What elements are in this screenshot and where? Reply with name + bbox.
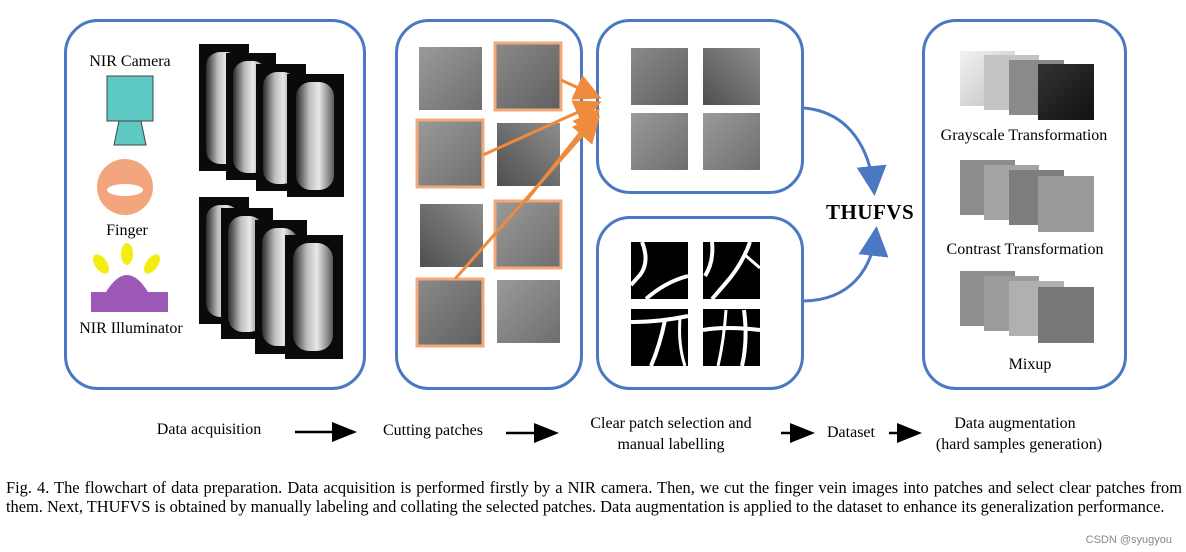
- step-cutting-patches: Cutting patches: [383, 422, 483, 439]
- nir-camera-icon: [106, 75, 154, 146]
- selection-arrows: [453, 74, 602, 280]
- labelled-masks: [629, 241, 761, 367]
- grayscale-transformation-label: Grayscale Transformation: [940, 127, 1108, 144]
- nir-illuminator-icon: [91, 243, 168, 312]
- finger-vein-images-bottom: [199, 197, 343, 359]
- step-data-augmentation-line1: Data augmentation: [954, 415, 1076, 432]
- step-clear-patch-selection-line2: manual labelling: [617, 436, 725, 453]
- dataset-arrows: [803, 106, 889, 303]
- figure-caption: Fig. 4. The flowchart of data preparatio…: [6, 478, 1182, 516]
- flow-arrows: [295, 422, 922, 443]
- contrast-transformation-label: Contrast Transformation: [946, 241, 1104, 258]
- finger-icon: [97, 159, 153, 215]
- dataset-label: THUFVS: [826, 200, 915, 224]
- watermark: CSDN @syugyou: [1085, 534, 1172, 546]
- mixup-label: Mixup: [1008, 356, 1052, 373]
- selected-patches: [631, 48, 760, 170]
- nir-camera-label: NIR Camera: [89, 53, 171, 70]
- finger-vein-images-top: [199, 44, 344, 197]
- patch-grid: [415, 41, 563, 348]
- nir-illuminator-label: NIR Illuminator: [79, 320, 183, 337]
- labelled-patches-panel: [596, 216, 804, 390]
- finger-label: Finger: [106, 222, 148, 239]
- step-clear-patch-selection-line1: Clear patch selection and: [590, 415, 752, 432]
- step-data-acquisition: Data acquisition: [156, 421, 262, 438]
- step-dataset: Dataset: [827, 424, 875, 441]
- grayscale-stack: [960, 51, 1094, 120]
- mixup-stack: [960, 271, 1094, 343]
- contrast-stack: [960, 160, 1094, 232]
- step-data-augmentation-line2: (hard samples generation): [935, 436, 1103, 453]
